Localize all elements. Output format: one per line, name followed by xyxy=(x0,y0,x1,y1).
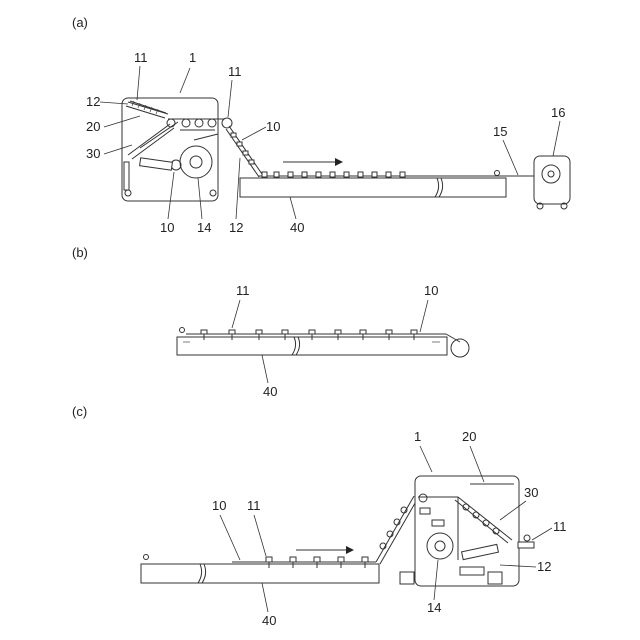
panel-c: (c) xyxy=(72,404,567,628)
incline-items xyxy=(380,507,407,549)
ref-16: 16 xyxy=(551,105,565,120)
conveyor-40 xyxy=(141,564,379,583)
ref-10b: 10 xyxy=(160,220,174,235)
panel-c-label: (c) xyxy=(72,404,87,419)
ref-11: 11 xyxy=(134,50,148,65)
ref-40: 40 xyxy=(262,613,276,628)
label-output-roller xyxy=(524,535,530,541)
ref-12: 12 xyxy=(537,559,551,574)
motor-right xyxy=(488,572,502,584)
arrow-head xyxy=(335,158,343,166)
ref-10: 10 xyxy=(212,498,226,513)
ref-40: 40 xyxy=(263,384,277,399)
ref-14: 14 xyxy=(197,220,211,235)
apparatus-housing xyxy=(122,98,218,201)
ref-1: 1 xyxy=(189,50,196,65)
ref-11b: 11 xyxy=(553,519,567,534)
ref-10: 10 xyxy=(266,119,280,134)
conveyor-40 xyxy=(240,178,506,197)
sensor xyxy=(495,171,500,176)
ref-12b: 12 xyxy=(229,220,243,235)
roller xyxy=(222,118,232,128)
ref-10: 10 xyxy=(424,283,438,298)
ref-20: 20 xyxy=(86,119,100,134)
ref-30: 30 xyxy=(86,146,100,161)
base-block xyxy=(460,567,484,575)
panel-b-label: (b) xyxy=(72,245,88,260)
ref-11: 11 xyxy=(236,283,250,298)
label-output-11 xyxy=(518,542,534,548)
ref-40: 40 xyxy=(290,220,304,235)
arrow-head xyxy=(346,546,354,554)
tape-incline xyxy=(376,496,414,562)
ref-11: 11 xyxy=(247,498,261,513)
ref-30: 30 xyxy=(524,485,538,500)
incline-labels xyxy=(231,133,254,164)
sensor-block xyxy=(432,520,444,526)
motor-left xyxy=(400,572,414,584)
sensor xyxy=(144,555,149,560)
side-bar xyxy=(124,162,129,190)
panel-a-label: (a) xyxy=(72,15,88,30)
panel-b: (b) 11 10 40 xyxy=(72,245,469,399)
sensor xyxy=(180,328,185,333)
ref-14: 14 xyxy=(427,600,441,615)
ref-11b: 11 xyxy=(228,64,242,79)
ref-12: 12 xyxy=(86,94,100,109)
panel-a: (a) xyxy=(72,15,570,235)
sensor-block xyxy=(420,508,430,514)
winder-16 xyxy=(534,156,570,204)
ref-1: 1 xyxy=(414,429,421,444)
tape-incline-b xyxy=(380,498,418,564)
tape-wrap xyxy=(446,334,460,342)
ref-15: 15 xyxy=(493,124,507,139)
ref-20: 20 xyxy=(462,429,476,444)
